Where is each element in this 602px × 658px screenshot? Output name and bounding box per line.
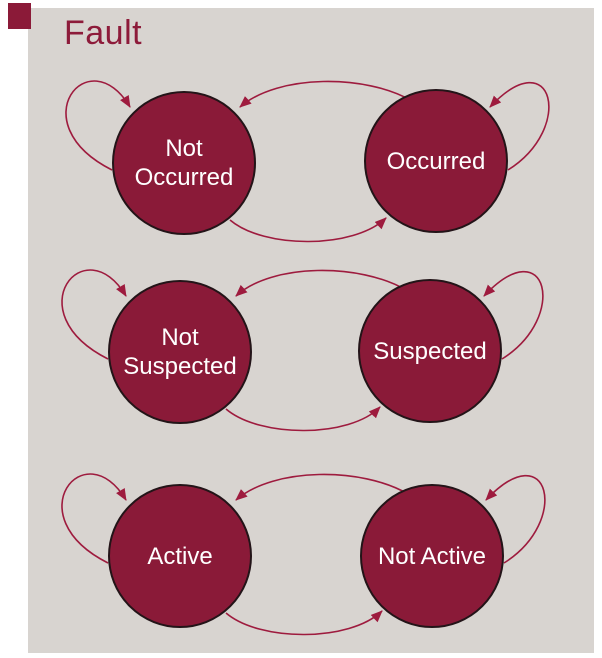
state-label-line: Occurred (134, 164, 234, 191)
self-loop-row3-right (485, 475, 546, 564)
self-loop-row3-left (61, 473, 127, 564)
state-label-line: Occurred (386, 147, 486, 175)
self-loop-row1-right (489, 82, 550, 171)
state-label-line: Not Active (377, 542, 487, 570)
state-label-line: Suspected (123, 353, 237, 380)
arrow-row1-left-to-right (229, 217, 387, 243)
arrow-row1-right-to-left (239, 80, 413, 108)
state-label-line: Active (147, 542, 213, 570)
state-not-active[interactable]: Not Active (360, 484, 504, 628)
state-active[interactable]: Active (108, 484, 252, 628)
state-not-suspected[interactable]: Not Suspected (108, 280, 252, 424)
diagram-title: Fault (64, 14, 143, 52)
state-not-occurred[interactable]: Not Occurred (112, 91, 256, 235)
state-label-line: Not (161, 324, 199, 351)
state-occurred[interactable]: Occurred (364, 89, 508, 233)
arrow-row3-left-to-right (225, 610, 383, 636)
arrow-row3-right-to-left (235, 473, 409, 501)
self-loop-row1-left (65, 80, 131, 171)
arrow-row2-left-to-right (225, 406, 381, 432)
state-suspected[interactable]: Suspected (358, 279, 502, 423)
self-loop-row2-right (483, 271, 544, 360)
corner-accent-square (8, 3, 31, 29)
self-loop-row2-left (61, 269, 127, 360)
state-label-line: Suspected (373, 337, 487, 365)
arrow-row2-right-to-left (235, 269, 407, 297)
state-label-line: Not (165, 135, 203, 162)
